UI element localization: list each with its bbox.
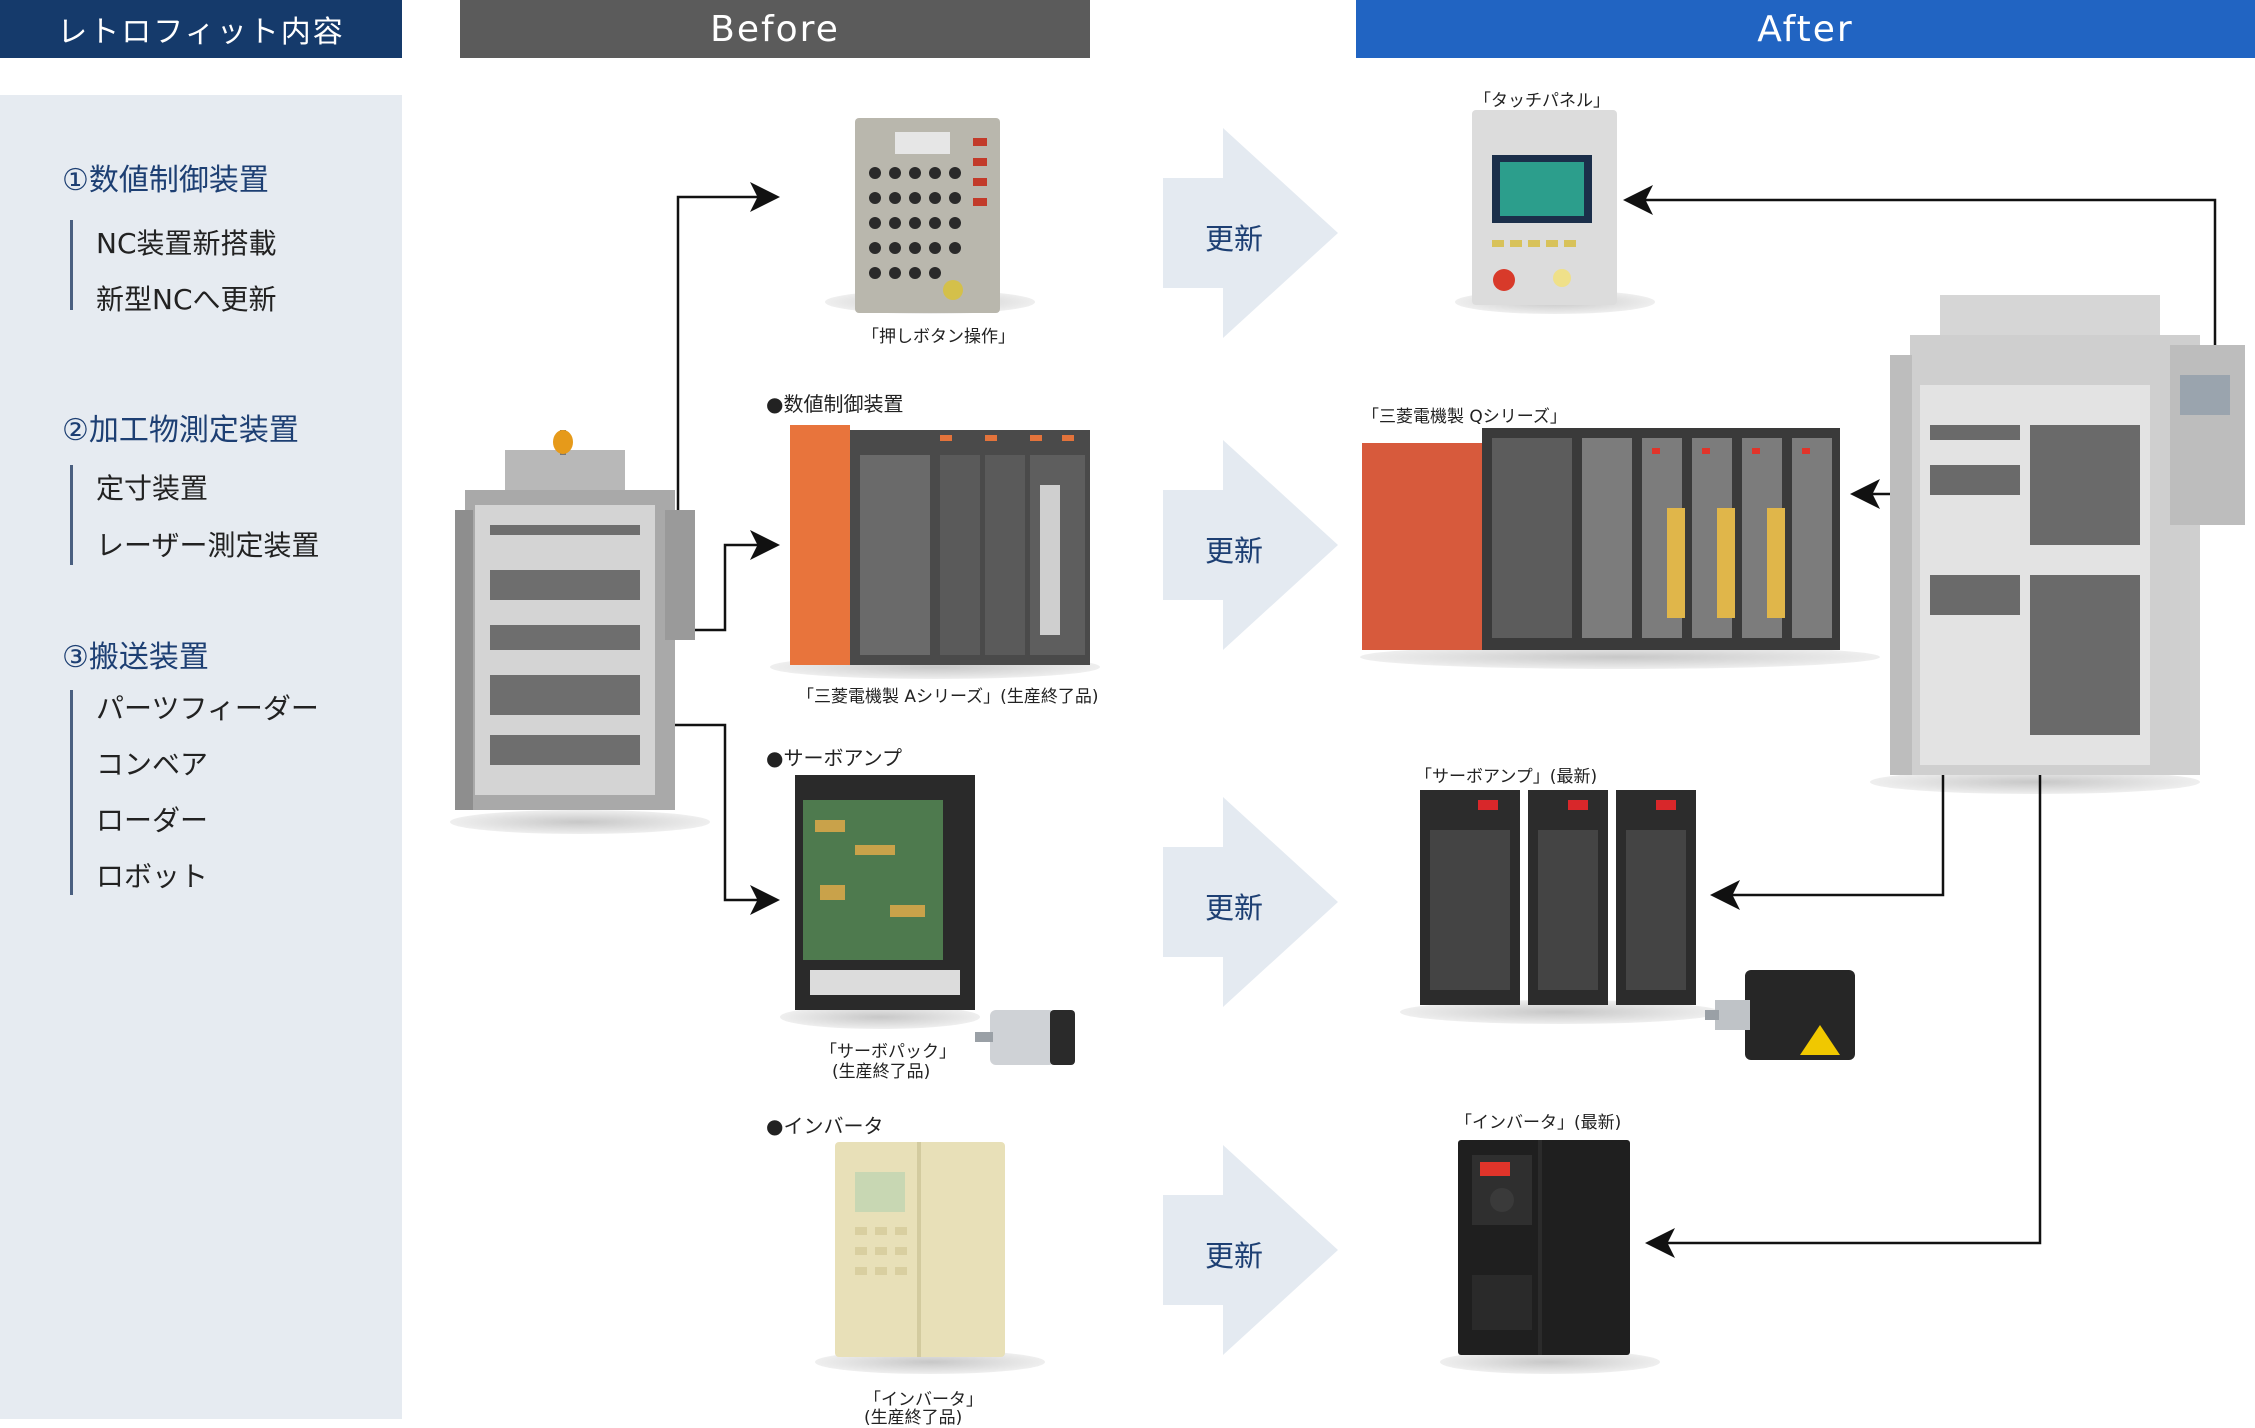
pushbutton-caption: 「押しボタン操作」 — [862, 327, 1015, 347]
nc-label: ●数値制御装置 — [766, 392, 904, 416]
servopack-photo — [795, 775, 975, 1010]
update-arrow-3: 更新 — [1163, 797, 1343, 1007]
before-header: Before — [460, 0, 1090, 58]
nc-a-series-photo — [790, 425, 1090, 665]
retrofit-contents-panel — [0, 95, 402, 1419]
list-item: パーツフィーダー — [96, 692, 319, 725]
update-label: 更新 — [1205, 1239, 1264, 1273]
list-item: NC装置新搭載 — [96, 227, 277, 260]
q-series-caption: 「三菱電機製 Qシリーズ」 — [1362, 407, 1567, 427]
section-bar — [70, 220, 73, 310]
connector-touchpanel — [1623, 185, 2217, 410]
section-title-measurement: ②加工物測定装置 — [62, 413, 299, 448]
list-item: レーザー測定装置 — [96, 529, 320, 562]
servo-motor-photo — [975, 1010, 1075, 1065]
section-bar — [70, 690, 73, 895]
touch-panel-caption: 「タッチパネル」 — [1474, 91, 1610, 111]
before-cabinet-photo — [455, 430, 695, 810]
servo-label: ●サーボアンプ — [766, 746, 903, 770]
after-header: After — [1356, 0, 2255, 58]
list-item: 新型NCへ更新 — [96, 283, 277, 316]
section-title-transport: ③搬送装置 — [62, 640, 209, 675]
servopack-caption-2: (生産終了品) — [832, 1062, 931, 1082]
nc-a-series-caption: 「三菱電機製 Aシリーズ」(生産終了品) — [797, 687, 1099, 707]
connector-after-inverter — [1645, 655, 2042, 1258]
list-item: ロボット — [96, 860, 209, 893]
new-servo-amp-photo — [1420, 790, 1696, 1005]
old-inverter-caption-2: (生産終了品) — [864, 1408, 963, 1428]
old-inverter-caption-1: 「インバータ」 — [864, 1390, 983, 1410]
update-label: 更新 — [1205, 534, 1264, 568]
shadow — [450, 810, 710, 834]
list-item: 定寸装置 — [96, 472, 209, 505]
new-inverter-photo — [1458, 1140, 1630, 1355]
inverter-label: ●インバータ — [766, 1114, 884, 1138]
touch-panel-photo — [1472, 110, 1617, 305]
update-arrow-2: 更新 — [1163, 440, 1343, 650]
new-servo-motor-photo — [1705, 970, 1855, 1060]
section-bar — [70, 465, 73, 565]
connector-pushbutton — [676, 182, 780, 560]
pushbutton-panel-photo — [855, 118, 1000, 313]
after-cabinet-photo — [1890, 295, 2245, 775]
new-servo-caption: 「サーボアンプ」(最新) — [1415, 767, 1598, 787]
servopack-caption-1: 「サーボパック」 — [820, 1042, 956, 1062]
update-label: 更新 — [1205, 222, 1264, 256]
update-label: 更新 — [1205, 891, 1264, 925]
list-item: ローダー — [96, 804, 209, 837]
update-arrow-1: 更新 — [1163, 128, 1343, 338]
retrofit-contents-title: レトロフィット内容 — [0, 0, 402, 58]
q-series-photo — [1362, 428, 1840, 650]
update-arrow-4: 更新 — [1163, 1145, 1343, 1355]
old-inverter-photo — [835, 1142, 1005, 1357]
list-item: コンベア — [96, 748, 209, 781]
new-inverter-caption: 「インバータ」(最新) — [1455, 1113, 1622, 1133]
section-title-nc: ①数値制御装置 — [62, 163, 269, 198]
